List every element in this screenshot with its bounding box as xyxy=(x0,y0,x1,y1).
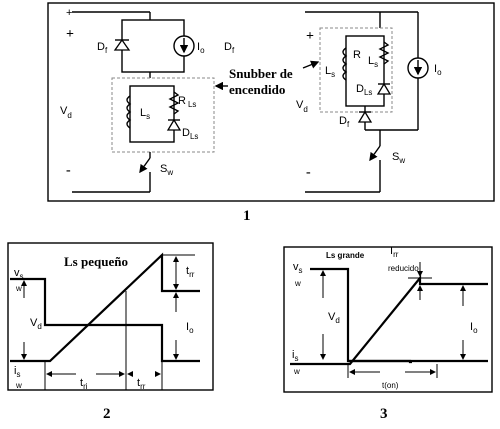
snubber-label-line2: encendido xyxy=(229,82,285,97)
figure-2-frame xyxy=(7,242,214,391)
figure-2-w1-label: w xyxy=(15,284,22,293)
figure-1-frame xyxy=(47,2,495,202)
figure-2-trr2-label: trr xyxy=(137,377,146,391)
left-minus-sign: - xyxy=(66,163,71,178)
figure-3-w2-label: w xyxy=(293,367,300,376)
figure-2-tri-label: tri xyxy=(80,377,88,391)
figure-2-isw-trace xyxy=(10,252,200,363)
figure-1-circuits: + + - Vd Df Io Df Ls xyxy=(47,2,495,224)
figure-3-waveform: Ls grande Irr reducido vs w Vd Io is w t… xyxy=(283,245,493,422)
left-io-label: Io xyxy=(197,41,205,55)
left-ls-inductor-icon xyxy=(126,95,132,129)
right-io-current-source-icon xyxy=(407,57,429,79)
figure-2-trr-label: trr xyxy=(186,265,195,279)
left-df-label: Df xyxy=(97,41,108,55)
left-circuit: + + - Vd Df Io Df Ls xyxy=(60,7,235,193)
right-ls-label: Ls xyxy=(325,65,335,79)
right-dls-label: DLs xyxy=(356,83,372,97)
figure-2-vsw-trace xyxy=(10,277,200,363)
figure-2-title: Ls pequeño xyxy=(64,254,128,269)
figure-3-vd-label: Vd xyxy=(328,311,340,325)
left-df-right-label: Df xyxy=(224,41,235,55)
figure-3-io-label: Io xyxy=(470,321,478,335)
figure-3-w1-label: w xyxy=(294,279,301,288)
right-r-resistor-icon xyxy=(378,41,390,65)
left-dls-diode-icon xyxy=(166,118,182,131)
figure-3-isw-trace xyxy=(290,274,488,366)
left-plus-terminal: + xyxy=(66,7,72,19)
figure-2-vs-label: vs xyxy=(14,267,24,281)
figure-3-is-label: is xyxy=(292,349,298,363)
io-current-source-icon xyxy=(173,35,195,57)
left-r-resistor-icon xyxy=(168,91,180,115)
figure-3-vsw-trace xyxy=(310,267,412,364)
figure-3-vs-label: vs xyxy=(293,261,303,275)
left-switch-icon xyxy=(139,157,151,174)
right-vd-label: Vd xyxy=(296,99,308,114)
df-diode-icon xyxy=(113,38,131,51)
snubber-label-line1: Snubber de xyxy=(229,66,293,81)
right-dls-diode-icon xyxy=(376,82,392,95)
left-ls-label: Ls xyxy=(140,107,150,121)
right-plus-sign: + xyxy=(306,29,314,44)
figure-2-waveform: Ls pequeño vs w Vd is w trr Io tri trr 2 xyxy=(7,242,214,422)
right-df-diode-icon xyxy=(357,110,373,123)
right-df-label: Df xyxy=(339,115,350,129)
figure-2-io-label: Io xyxy=(186,321,194,335)
left-vd-label: Vd xyxy=(60,105,72,120)
right-switch-icon xyxy=(369,145,381,162)
right-sw-label: Sw xyxy=(392,151,405,165)
left-snubber-box xyxy=(111,77,215,153)
right-circuit: + - Vd Ls R Ls DLs Df xyxy=(296,11,442,193)
figure-3-ton-label: t(on) xyxy=(382,381,399,390)
figure-3-irr-label: Irr xyxy=(390,245,399,259)
left-dls-label: DLs xyxy=(182,127,198,141)
right-io-label: Io xyxy=(434,63,442,77)
right-snubber-box xyxy=(319,27,393,113)
left-sw-label: Sw xyxy=(160,163,173,177)
figure-2-w2-label: w xyxy=(15,381,22,390)
snubber-right-arrow xyxy=(302,60,320,69)
figure-3-reducido-label: reducido xyxy=(388,264,419,273)
figure-1-number: 1 xyxy=(243,208,251,224)
right-ls2-label: Ls xyxy=(368,55,378,69)
right-r-label: R xyxy=(353,49,361,61)
right-minus-sign: - xyxy=(306,165,311,180)
figure-2-number: 2 xyxy=(103,406,111,422)
left-plus-sign: + xyxy=(66,27,74,42)
figure-2-is-label: is xyxy=(14,365,20,379)
figure-3-frame xyxy=(283,246,493,393)
right-ls-inductor-icon xyxy=(342,47,348,81)
figure-2-vd-label: Vd xyxy=(30,317,42,331)
figure-3-title: Ls grande xyxy=(326,251,365,260)
figure-3-number: 3 xyxy=(380,406,388,422)
